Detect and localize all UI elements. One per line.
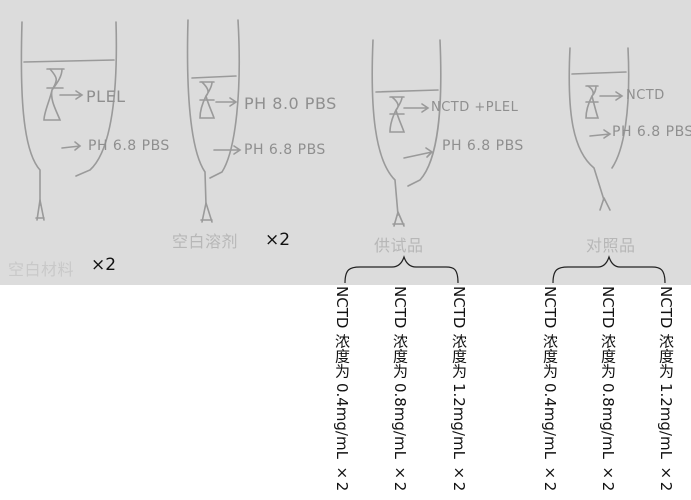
brace-layer — [344, 255, 666, 284]
sketch-photo: PLEL PH 6.8 PBS 空白材料 ×2 PH 8.0 PBS PH 6.… — [0, 0, 691, 285]
tube-2-bottom-label: 空白溶剂 — [172, 232, 239, 251]
tube-3-outer-label: PH 6.8 PBS — [442, 138, 524, 154]
tube-1-outer-label: PH 6.8 PBS — [88, 138, 170, 154]
tube-2-multiplier: ×2 — [265, 230, 291, 250]
tube-4-inner-label: NCTD — [626, 88, 665, 103]
tube-2-inner-label: PH 8.0 PBS — [244, 94, 337, 113]
tube-1-multiplier: ×2 — [91, 255, 117, 275]
tube-1-bottom-label: 空白材料 — [8, 260, 75, 279]
tube-2-drawing — [186, 19, 242, 223]
concentration-label-4: NCTD 浓度为 0.4mg/mL ×2 — [541, 286, 559, 492]
concentration-label-1: NCTD 浓度为 0.4mg/mL ×2 — [333, 286, 351, 492]
concentration-label-5: NCTD 浓度为 0.8mg/mL ×2 — [599, 286, 617, 492]
tube-3-inner-label: NCTD +PLEL — [431, 100, 519, 115]
sample-group-brace — [344, 255, 459, 284]
tube-4-outer-label: PH 6.8 PBS — [612, 124, 691, 140]
tube-2-outer-label: PH 6.8 PBS — [244, 142, 326, 158]
tube-1-inner-label: PLEL — [86, 87, 126, 106]
tube-3-bottom-label: 供试品 — [374, 236, 424, 255]
concentration-label-6: NCTD 浓度为 1.2mg/mL ×2 — [657, 286, 675, 492]
tube-3-drawing — [371, 39, 442, 227]
tube-4-bottom-label: 对照品 — [586, 236, 636, 255]
sketch-drawing — [20, 19, 630, 227]
tube-1-drawing — [20, 21, 118, 221]
reference-group-brace — [552, 255, 666, 284]
concentration-label-2: NCTD 浓度为 0.8mg/mL ×2 — [391, 286, 409, 492]
tube-4-drawing — [568, 47, 630, 211]
concentration-label-3: NCTD 浓度为 1.2mg/mL ×2 — [450, 286, 468, 492]
